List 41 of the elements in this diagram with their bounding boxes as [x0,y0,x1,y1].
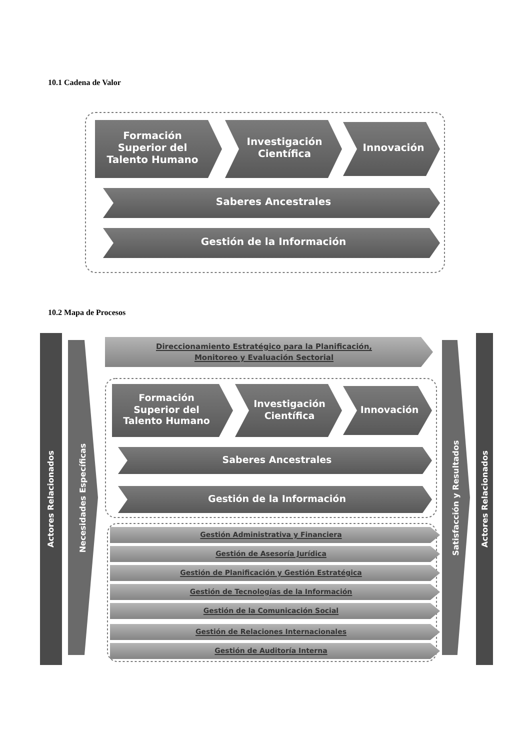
process-arrow-bar [110,584,440,600]
process-arrow-bar [110,565,440,581]
chevron-shape [118,486,432,513]
box-label: Satisfacción y Resultados [452,440,460,556]
box-label: Gestión de la Información [207,492,347,507]
chevron-shape [103,228,440,258]
chevron-shape [103,188,440,218]
box-label: Actores Relacionados [46,450,56,548]
vertical-arrow-bar [442,340,470,655]
process-arrow-bar [110,603,440,619]
section-heading: 10.1 Cadena de Valor [48,78,121,87]
section-heading: 10.2 Mapa de Procesos [48,308,126,317]
dashed-group-frame [107,523,437,662]
vertical-bar [476,333,493,665]
box-label: Investigación Científica [252,398,326,424]
box-label: Formación Superior del Talento Humano [122,392,211,430]
box-label: Gestión de la Información [200,236,348,250]
box-label: Saberes Ancestrales [214,196,332,210]
process-arrow-bar [105,337,433,367]
vertical-arrow-bar [68,340,98,655]
chevron-shape [225,120,342,178]
box-label: Necesidades Específicas [78,442,88,552]
process-arrow-bar [110,643,440,659]
box-label: Investigación Científica [246,136,324,162]
process-arrow-bar [110,624,440,640]
dashed-group-frame [85,112,445,273]
process-arrow-bar [110,527,440,543]
chevron-shape [112,384,233,437]
chevron-shape [343,122,440,176]
box-label: Innovación [359,404,420,418]
chevron-shape [95,120,222,178]
chevron-shape [118,447,432,474]
vertical-bar [40,333,62,665]
box-label: Saberes Ancestrales [221,454,333,468]
process-arrow-bar [110,546,440,562]
box-label: Formación Superior del Talento Humano [106,130,200,168]
box-label: Actores Relacionados [480,450,489,548]
chevron-shape [235,384,342,437]
dashed-group-frame [105,378,437,518]
chevron-shape [343,386,432,435]
box-label: Innovación [362,142,426,156]
